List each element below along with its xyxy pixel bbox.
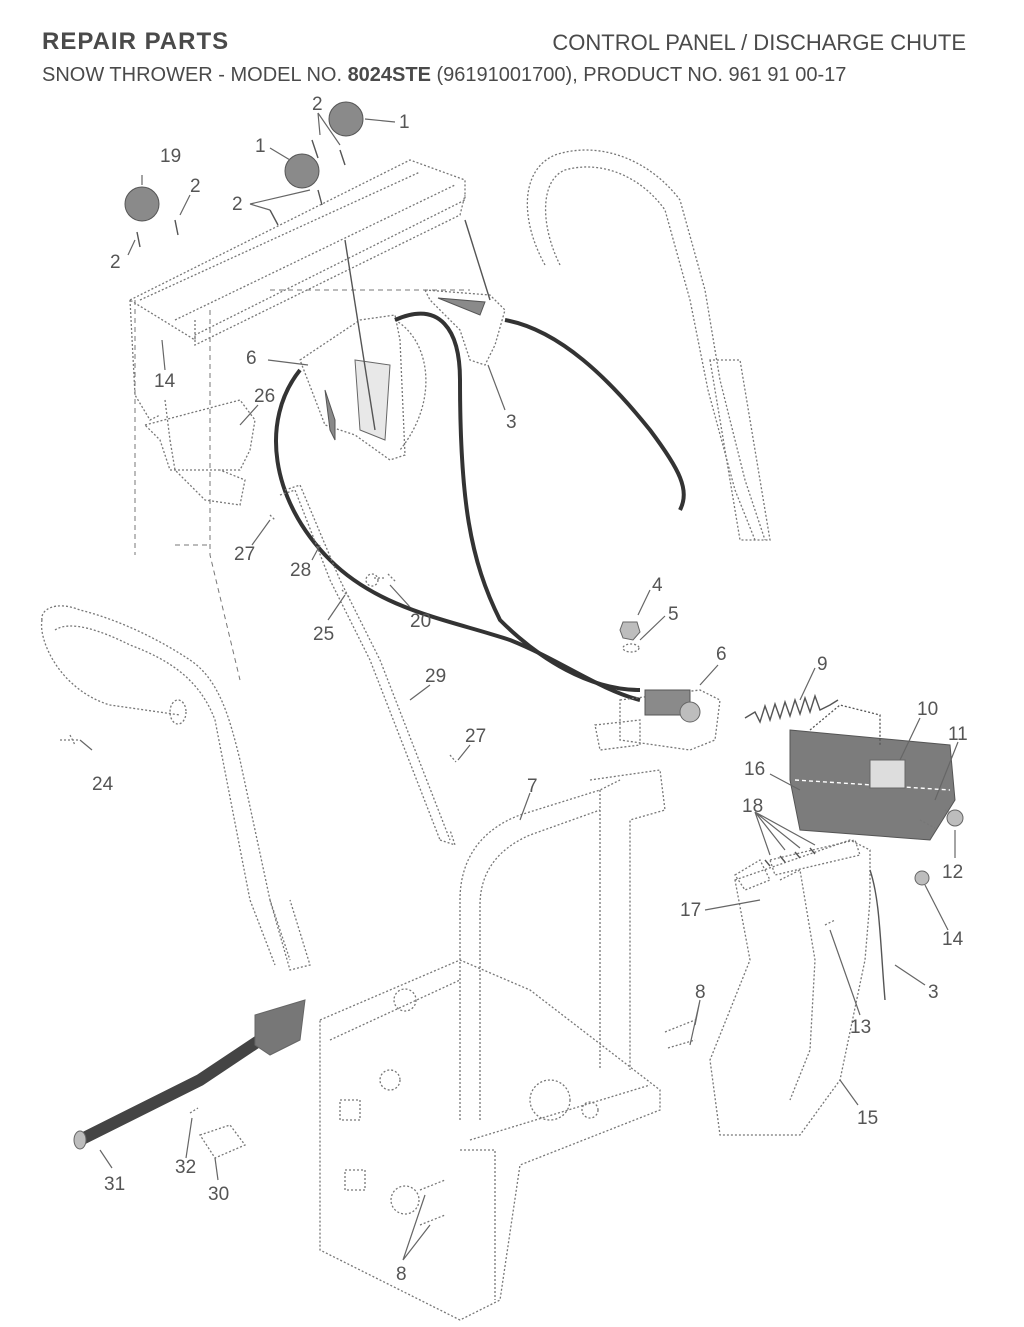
- shift-lever-assembly: [299, 239, 427, 461]
- chute-cable-right: [504, 318, 686, 511]
- screw-13: [824, 919, 836, 926]
- nut-25: [341, 589, 351, 599]
- nut-12: [946, 809, 964, 827]
- subtitle-suffix: (96191001700), PRODUCT NO. 961 91 00-17: [436, 64, 847, 86]
- spring-9: [744, 693, 839, 724]
- callout-5: 5: [668, 604, 679, 625]
- knob-1-top: [328, 101, 364, 137]
- chute-cable-left: [274, 368, 641, 702]
- model-number: 8024STE: [347, 64, 431, 86]
- callout-27-upper: 27: [234, 544, 255, 565]
- upper-right-handle: [526, 149, 771, 541]
- callout-3-upper: 3: [506, 412, 517, 433]
- callout-26: 26: [254, 386, 275, 407]
- chute-mount-6: [594, 689, 721, 751]
- discharge-chute-15: [709, 839, 871, 1136]
- nut-14-lower: [914, 870, 930, 886]
- callout-24: 24: [92, 774, 114, 795]
- control-panel: [128, 159, 470, 681]
- callout-14-lower: 14: [942, 929, 964, 950]
- callout-30: 30: [208, 1184, 229, 1205]
- callout-32: 32: [175, 1157, 196, 1178]
- handle-upright-7: [459, 769, 666, 1120]
- callout-1-top: 1: [399, 112, 410, 133]
- callout-1-mid: 1: [255, 136, 266, 157]
- callout-6-upper: 6: [246, 348, 257, 369]
- callout-31: 31: [104, 1174, 125, 1195]
- callout-18: 18: [742, 796, 763, 817]
- chute-deflector-16: [789, 704, 956, 841]
- frame-housing: [319, 959, 661, 1321]
- callout-14-upper: 14: [154, 371, 176, 392]
- knob-19: [124, 186, 160, 222]
- callout-27-lower: 27: [465, 726, 486, 747]
- model-subtitle: SNOW THROWER - MODEL NO. 8024STE (961910…: [42, 64, 846, 87]
- lower-left-handle: [40, 605, 311, 971]
- chute-control-bracket: [423, 219, 506, 366]
- subtitle-prefix: SNOW THROWER - MODEL NO.: [42, 64, 342, 86]
- nut-4: [619, 621, 641, 641]
- bolt-20: [374, 573, 397, 583]
- callout-2-c: 2: [232, 194, 243, 215]
- clip-27-lower: [449, 754, 457, 763]
- cable-3-lower: [869, 869, 886, 1001]
- drive-cable-31: [73, 999, 306, 1150]
- callout-20: 20: [410, 611, 431, 632]
- shift-rod-28-29: [279, 484, 457, 847]
- callout-16: 16: [744, 759, 765, 780]
- callout-10: 10: [917, 699, 938, 720]
- callout-15: 15: [857, 1108, 878, 1129]
- callout-2-top: 2: [312, 94, 323, 115]
- leader-lines: [79, 112, 959, 1261]
- callout-2-d: 2: [110, 252, 121, 273]
- callout-8-lower: 8: [396, 1264, 407, 1285]
- callout-13: 13: [850, 1017, 871, 1038]
- callout-11: 11: [948, 724, 968, 745]
- screws-2: [136, 139, 346, 248]
- callout-4: 4: [652, 575, 663, 596]
- bracket-26: [143, 399, 256, 506]
- callout-29: 29: [425, 666, 446, 687]
- screw-32: [189, 1107, 199, 1114]
- bolts-8-right: [664, 1019, 696, 1049]
- clip-27-upper: [269, 514, 276, 521]
- callout-9: 9: [817, 654, 828, 675]
- section-title: CONTROL PANEL / DISCHARGE CHUTE: [552, 30, 966, 55]
- callout-25: 25: [313, 624, 334, 645]
- washer-5: [622, 643, 640, 653]
- knob-1-mid: [284, 153, 320, 189]
- bolts-8-lower: [419, 1179, 446, 1226]
- callout-19: 19: [160, 146, 181, 167]
- callout-17: 17: [680, 900, 701, 921]
- chute-cable-center: [394, 311, 641, 692]
- callout-8-right: 8: [695, 982, 706, 1003]
- callout-3-lower: 3: [928, 982, 939, 1003]
- callout-6-lower: 6: [716, 644, 727, 665]
- page-title: REPAIR PARTS: [42, 28, 230, 55]
- switch-30: [198, 1124, 247, 1159]
- callout-12: 12: [942, 862, 963, 883]
- callout-28: 28: [290, 560, 311, 581]
- callout-2-b: 2: [190, 176, 201, 197]
- callout-7: 7: [527, 776, 538, 797]
